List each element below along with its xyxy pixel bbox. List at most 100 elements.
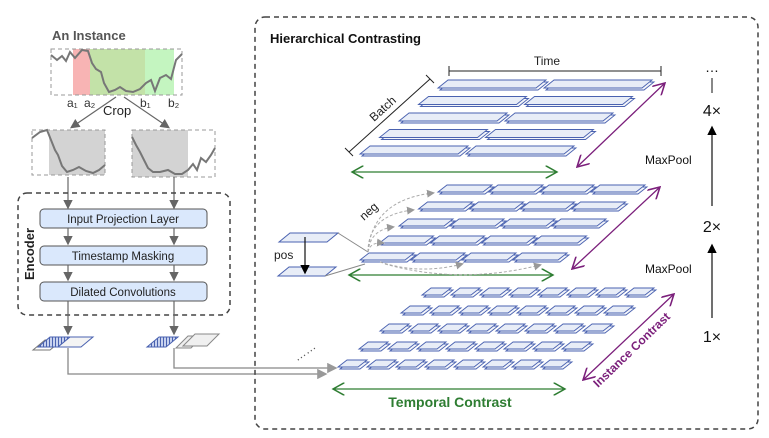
scale-2x-tile: [358, 252, 416, 261]
instance-arrow-1x: [583, 294, 674, 380]
scale-1x-tile: [481, 359, 514, 368]
repr-left: [31, 336, 95, 351]
scale-1x-tile: [478, 287, 511, 296]
scale-2x-tile: [511, 252, 569, 261]
crop-label: Crop: [103, 103, 131, 118]
scale-1x-tile: [415, 341, 448, 350]
scale-2x-tile: [429, 235, 486, 244]
instance-frame: [50, 48, 183, 96]
scale-1x-tile: [510, 359, 543, 368]
pos-label: pos: [274, 248, 293, 262]
encoder-frame: [17, 192, 231, 316]
scale-1x-tile: [407, 323, 440, 332]
label-b1: b₁: [140, 96, 151, 110]
scale-4x-tile: [464, 145, 576, 155]
instance-plot: a₁ a₂ b₁ b₂ Crop: [50, 48, 183, 118]
scale-1x-tile: [394, 359, 427, 368]
scale-1x-tile: [399, 305, 432, 314]
scale-1x-tile: [465, 323, 498, 332]
scale-1x-tile: [336, 359, 369, 368]
instance-contrast-label: Instance Contrast: [590, 310, 673, 390]
scale-4x-tile: [378, 129, 489, 138]
scale-1x-tile: [502, 341, 535, 350]
scale-4x-tile: [436, 79, 548, 89]
scale-1x-tile: [444, 341, 477, 350]
scale-2x-tile: [397, 218, 455, 227]
scale-1x-tile: [357, 341, 390, 350]
scale-1x-tile: [457, 305, 490, 314]
layer-timestamp-masking: [39, 245, 208, 266]
scale-2x-tile: [417, 201, 474, 210]
time-label: Time: [534, 54, 561, 68]
maxpool-label-lower: MaxPool: [645, 262, 692, 276]
pos-pair: [276, 232, 369, 277]
neg-label: neg: [357, 199, 381, 223]
scale-2x-tile: [550, 218, 608, 227]
scale-2x-tile: [499, 218, 557, 227]
crop-arrow-right: [123, 96, 170, 129]
scale-2x-tile: [460, 252, 518, 261]
scale-2x-tile: [378, 235, 435, 244]
scale-2x-tile: [448, 218, 506, 227]
scale-4x: 4×: [703, 103, 721, 120]
crop-right: [131, 129, 216, 178]
svg-text:……: ……: [291, 339, 319, 364]
layer-input-projection: [39, 208, 208, 229]
scale-1x-tile: [423, 359, 456, 368]
scale-2x-tile: [436, 184, 494, 193]
scale-1x-tile: [386, 341, 419, 350]
region-a1-a2: [73, 49, 90, 95]
scale-2x-tile: [589, 184, 647, 193]
scale-1x-tile: [365, 359, 398, 368]
temporal-contrast-label: Temporal Contrast: [388, 394, 512, 410]
scale-4x-tile: [523, 96, 634, 105]
scale-4x-tile: [503, 112, 615, 122]
series-line: [50, 48, 183, 94]
scale-1x: 1×: [703, 329, 721, 346]
region-b1-b2: [145, 49, 174, 95]
scale-4x-tile: [358, 145, 470, 155]
scale-2x-tile: [538, 184, 596, 193]
label-a1: a₁: [67, 96, 78, 110]
layer-dilated-convolutions-label: Dilated Convolutions: [70, 287, 176, 299]
scale-1x-tile: [494, 323, 527, 332]
batch-label: Batch: [367, 93, 399, 124]
label-a2: a₂: [84, 96, 96, 110]
scale-2x-tile: [570, 201, 627, 210]
scale-2x: 2×: [703, 219, 721, 236]
scale-ellipsis: …: [705, 59, 719, 75]
scale-1x-tile: [536, 287, 569, 296]
scale-1x-tile: [449, 287, 482, 296]
scale-1x-tile: [544, 305, 577, 314]
hierarchical-title: Hierarchical Contrasting: [270, 31, 421, 46]
scale-1x-tile: [486, 305, 519, 314]
neg-arrows: [367, 189, 542, 276]
scale-2x-tile: [480, 235, 537, 244]
maxpool-label-upper: MaxPool: [645, 153, 692, 167]
repr-right: [145, 333, 221, 349]
scale-4x-tile: [397, 112, 509, 122]
tile-grids: [336, 79, 658, 370]
instance-arrow-4x: [577, 83, 665, 167]
scale-1x-tile: [507, 287, 540, 296]
scale-1x-tile: [420, 287, 453, 296]
scale-1x-tile: [531, 341, 564, 350]
scale-2x-tile: [409, 252, 467, 261]
scale-1x-tile: [515, 305, 548, 314]
layer-input-projection-label: Input Projection Layer: [67, 214, 179, 226]
instance-arrow-2x: [572, 187, 660, 269]
scale-1x-tile: [523, 323, 556, 332]
encoder-label: Encoder: [22, 228, 37, 280]
scale-1x-tile: [452, 359, 485, 368]
scale-4x-tile: [417, 96, 528, 105]
scale-2x-tile: [531, 235, 588, 244]
instance-title: An Instance: [52, 28, 126, 43]
scale-2x-tile: [519, 201, 576, 210]
scale-1x-tile: [428, 305, 461, 314]
layer-dilated-convolutions: [39, 281, 208, 302]
scale-1x-tile: [436, 323, 469, 332]
scale-4x-tile: [542, 79, 654, 89]
scale-2x-tile: [468, 201, 525, 210]
layer-timestamp-masking-label: Timestamp Masking: [72, 251, 174, 263]
